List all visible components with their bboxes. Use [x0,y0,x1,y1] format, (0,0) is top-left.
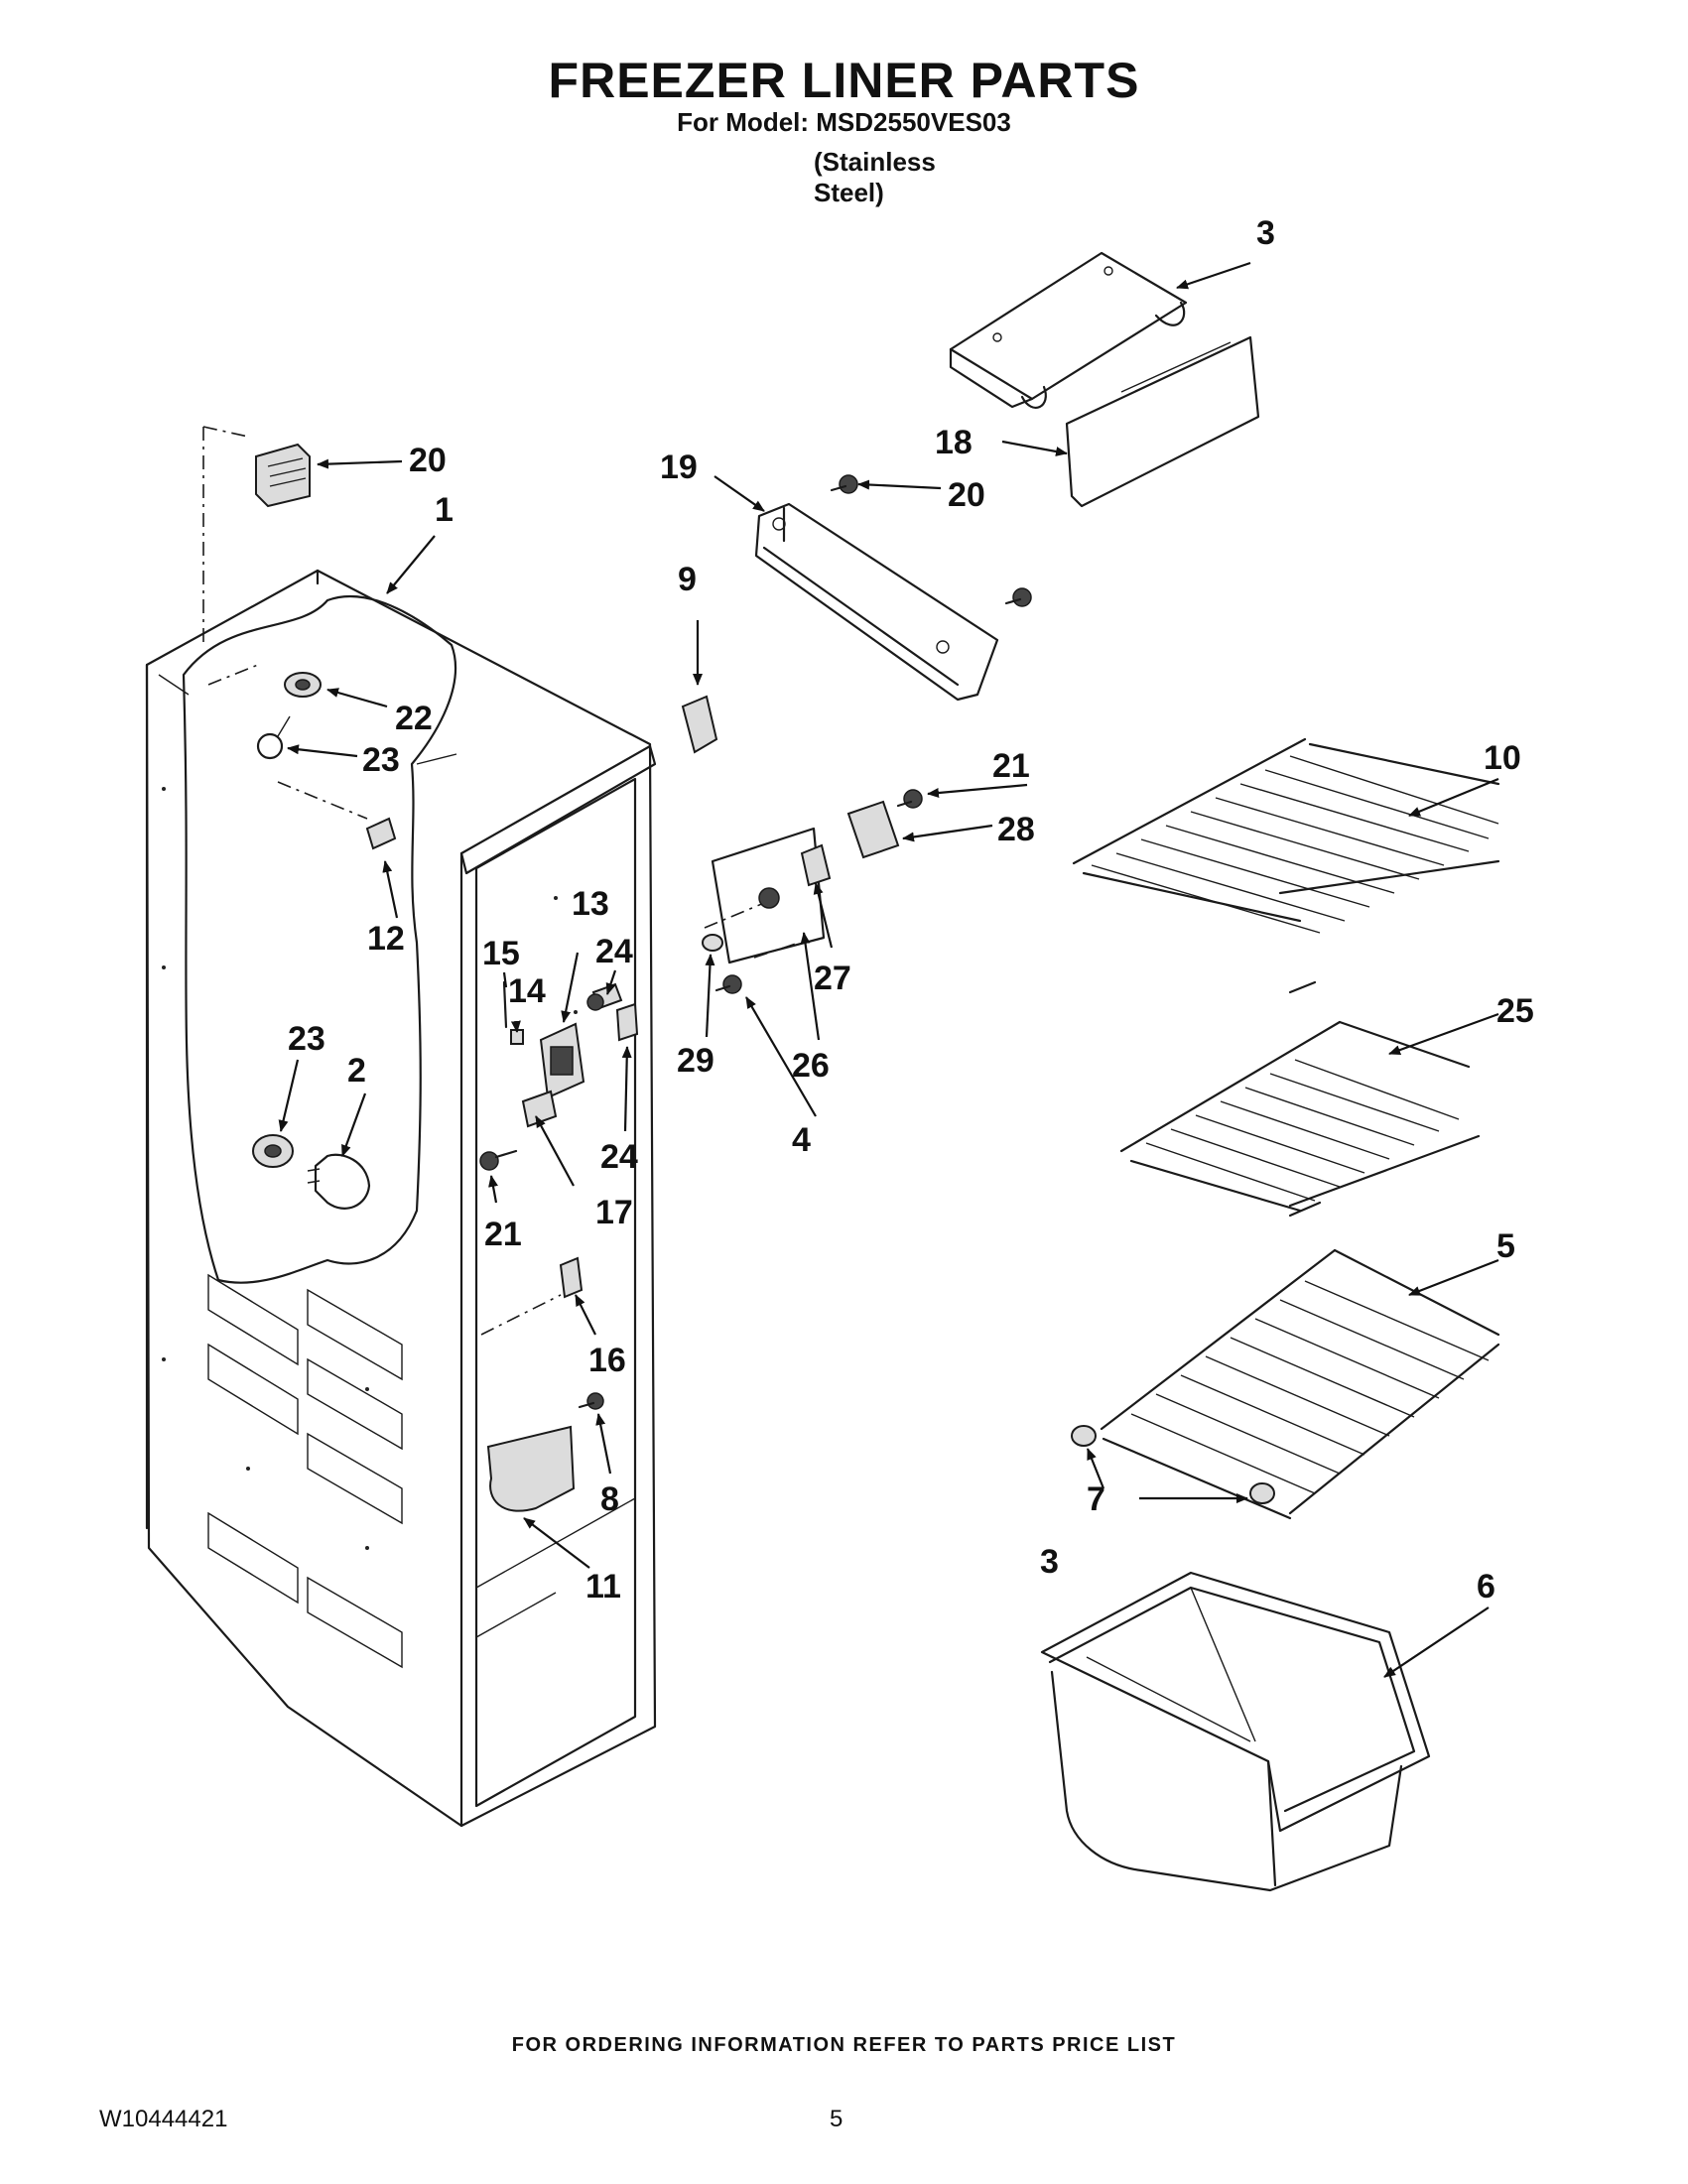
thermostat-plate-part-26 [711,827,826,964]
bracket-part-27 [800,843,832,887]
wire-shelf-part-2 [1119,1020,1481,1218]
callout-2: 25 [1496,992,1534,1030]
pin-part-15 [502,980,508,1029]
screw-part-8 [578,1392,604,1410]
hinge-cover-part-3 [949,251,1188,409]
callout-15: 15 [482,935,520,972]
callout-20-right: 20 [948,476,985,514]
light-shield-part-12 [365,817,397,850]
callout-13: 13 [572,885,609,923]
wire-shelf-part-10 [1072,737,1500,994]
light-socket-part-22 [284,672,322,698]
screw-part-24-right [714,974,742,994]
shelf-bumper-part-7-left [1071,1425,1097,1447]
page-title: FREEZER LINER PARTS [548,53,1140,108]
control-housing-part-13 [539,1022,585,1099]
model-line: For Model: MSD2550VES03 [677,107,1011,137]
ordering-note: FOR ORDERING INFORMATION REFER TO PARTS … [511,2034,1177,2056]
shelf-bumper-part-7-right [1249,1482,1275,1504]
callout-3-top: 3 [1256,214,1275,252]
callout-6: 6 [1477,1568,1495,1606]
callout-28: 28 [997,811,1035,848]
screw-part-24-left [586,982,623,1011]
callout-23-lower: 2 [347,1052,366,1090]
callout-26: 26 [792,1047,830,1085]
screw-part-20-b [1004,587,1032,607]
callout-7: 7 [1087,1480,1105,1518]
callout-25: 24 [600,1138,638,1176]
control-board-part-28 [846,800,900,859]
callout-3-lower: 3 [1040,1543,1059,1581]
callout-4: 23 [288,1020,325,1058]
freezer-liner-part-1 [145,569,657,1828]
callout-17: 17 [595,1194,633,1231]
knob-part-29 [702,934,723,952]
bracket-part-17 [521,1090,558,1128]
callout-27: 27 [814,960,851,997]
screw-part-21-upper [896,789,923,809]
assembly-leader-lines [202,426,800,1336]
clip-part-16 [559,1256,584,1299]
callout-9: 9 [678,561,697,598]
document-number: W10444421 [99,2106,228,2132]
light-bulb-part-23-upper [256,715,291,760]
cover-part-18 [1065,335,1260,508]
channel-part-11 [486,1425,576,1512]
bracket-part-25 [615,1002,639,1042]
callout-19: 19 [660,449,698,486]
bracket-part-19 [754,502,999,702]
callout-23-upper: 23 [362,741,400,779]
screw-part-21-lower [479,1149,518,1171]
callout-5: 5 [1496,1227,1515,1265]
spring-part-14 [510,1029,524,1045]
callout-12: 12 [367,920,405,958]
callout-10: 10 [1484,739,1521,777]
callout-18: 18 [935,424,973,461]
wire-shelf-part-5 [1100,1248,1500,1520]
screw-part-20-a [830,474,858,494]
callout-16: 16 [588,1342,626,1379]
callout-21-upper: 21 [992,747,1030,785]
callout-24-upper: 24 [595,933,633,970]
page-number: 5 [830,2106,844,2132]
callout-11: 11 [585,1568,621,1606]
light-bulb-part-23-lower [307,1153,371,1210]
light-socket-part-4 [252,1134,294,1168]
callout-20-left: 20 [409,442,447,479]
freezer-bin-part-6 [1040,1571,1431,1892]
callout-29: 29 [677,1042,714,1080]
clip-part-9 [681,695,718,754]
callout-8: 8 [600,1480,619,1518]
callouts: 3 18 19 20 20 1 22 23 9 21 10 28 12 13 1… [278,214,1534,1678]
callout-1: 1 [435,491,454,529]
callout-14: 14 [508,972,546,1010]
callout-24-lower: 4 [792,1121,811,1159]
clip-part-20 [255,443,311,508]
callout-21-lower: 21 [484,1216,522,1253]
model-variant: (Stainless Steel) [814,147,936,207]
callout-22: 22 [395,700,433,737]
